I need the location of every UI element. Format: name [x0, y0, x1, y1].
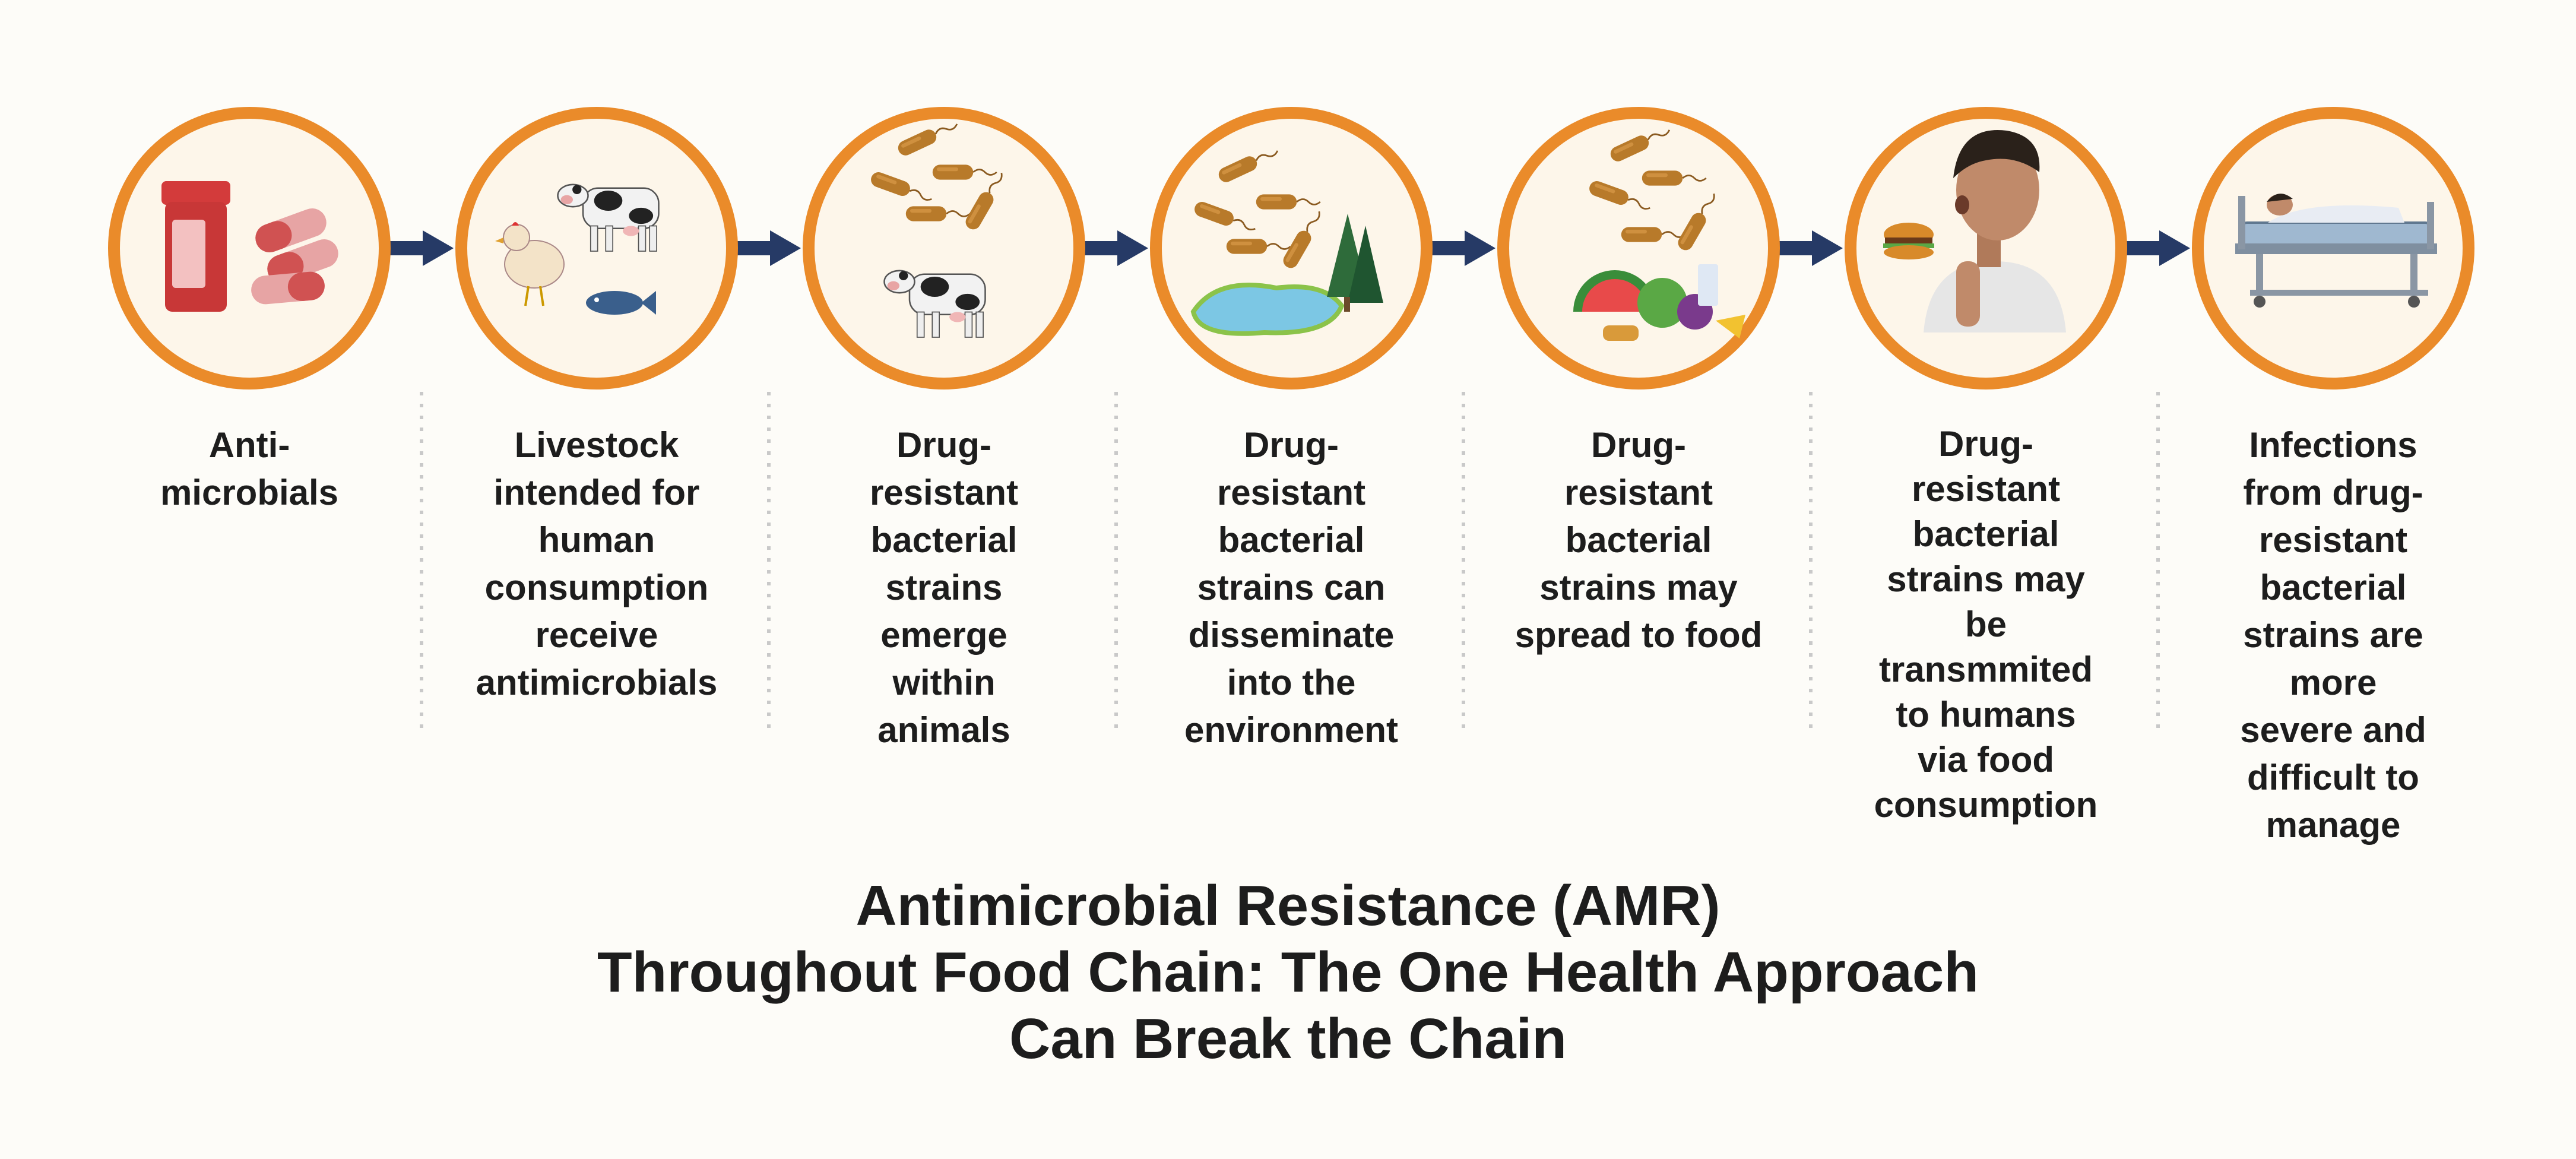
hospital-bed-patient-icon: [2235, 194, 2437, 308]
arrow-3: [1079, 230, 1148, 266]
diagram-title: Antimicrobial Resistance (AMR) Throughou…: [356, 873, 2220, 1072]
burger-shape: [1883, 223, 1934, 259]
human-eating-icon: [1883, 130, 2066, 332]
chicken-shape: [495, 222, 565, 306]
fish-shape: [586, 291, 656, 315]
title-line-3: Can Break the Chain: [1009, 1007, 1567, 1071]
title-line-1: Antimicrobial Resistance (AMR): [856, 874, 1720, 938]
antimicrobial-drugs-icon: [161, 181, 338, 312]
arrow-6: [2121, 230, 2190, 266]
arrow-5: [1774, 230, 1843, 266]
flow-arrows: [385, 230, 2190, 266]
step-1-label: Anti-microbials: [160, 425, 339, 512]
arrow-1: [385, 230, 454, 266]
arrow-4: [1427, 230, 1495, 266]
bacteria-environment-icon: [1190, 143, 1383, 336]
title-line-2: Throughout Food Chain: The One Health Ap…: [597, 940, 1979, 1004]
arrow-2: [732, 230, 801, 266]
bacteria-food-icon: [1573, 122, 1745, 341]
livestock-icon: [495, 183, 660, 315]
column-dividers: [420, 392, 2160, 736]
